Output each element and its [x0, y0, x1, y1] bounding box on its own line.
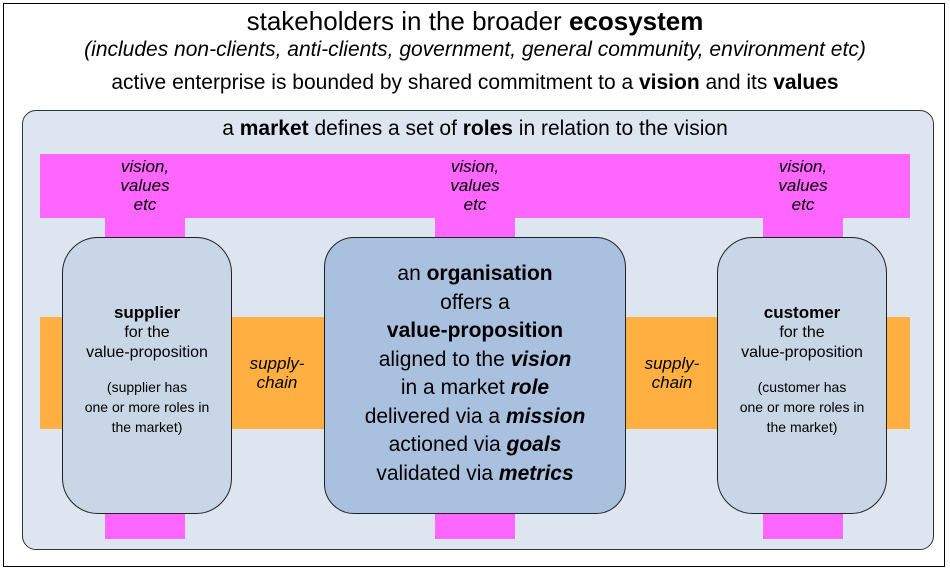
customer-line: value-proposition	[741, 344, 863, 361]
vision-foot-right	[763, 512, 843, 539]
customer-note: (customer has	[757, 379, 847, 395]
org-line-1: an organisation	[325, 260, 625, 289]
supplier-note: one or more roles in	[84, 399, 210, 415]
market-title: a market defines a set of roles in relat…	[0, 117, 950, 141]
customer-box: customer for the value-proposition (cust…	[717, 237, 887, 514]
market-text-c: defines a set of	[308, 117, 463, 140]
vision-connector-left	[105, 218, 185, 240]
vision-label-line: values	[778, 176, 828, 195]
customer-note: one or more roles in	[739, 399, 865, 415]
org-line-4: aligned to the vision	[325, 346, 625, 375]
organisation-box: an organisation offers a value-propositi…	[324, 237, 626, 514]
roles-word: roles	[462, 117, 513, 140]
enterprise-statement: active enterprise is bounded by shared c…	[0, 71, 950, 95]
org-line-7: actioned via goals	[325, 431, 625, 460]
vision-label-center: vision, values etc	[425, 157, 525, 214]
vision-label-line: vision,	[450, 157, 500, 176]
vision-label-line: etc	[791, 195, 815, 214]
vision-label-right: vision, values etc	[753, 157, 853, 214]
vision-foot-center	[435, 512, 515, 539]
supplier-note: the market)	[111, 419, 183, 435]
market-text-e: in relation to the vision	[512, 117, 728, 140]
vision-label-line: values	[120, 176, 170, 195]
supplier-line: for the	[124, 324, 170, 341]
customer-title: customer	[763, 303, 841, 322]
value-proposition-word: value-proposition	[386, 319, 564, 342]
vision-connector-right	[763, 218, 843, 240]
vision-connector-center	[435, 218, 515, 240]
org-line-2: offers a	[440, 290, 510, 314]
role-emphasis: role	[510, 376, 550, 399]
vision-emphasis: vision	[510, 347, 572, 371]
vision-word: vision	[638, 71, 700, 94]
ecosystem-word: ecosystem	[568, 6, 704, 36]
org-line-6: delivered via a mission	[325, 403, 625, 432]
values-word: values	[773, 71, 839, 94]
supply-chain-label-left: supply- chain	[232, 354, 322, 392]
supplier-box: supplier for the value-proposition (supp…	[62, 237, 232, 514]
outer-frame	[3, 3, 945, 567]
customer-note: the market)	[766, 419, 838, 435]
supply-chain-line: chain	[256, 373, 298, 392]
goals-emphasis: goals	[506, 433, 562, 456]
supplier-title: supplier	[113, 303, 181, 322]
vision-label-line: vision,	[778, 157, 828, 176]
org-text: actioned via	[388, 433, 507, 456]
org-text: delivered via a	[364, 404, 506, 428]
ecosystem-title-text: stakeholders in the broader	[246, 6, 569, 36]
vision-foot-left	[105, 512, 185, 539]
vision-label-line: values	[450, 176, 500, 195]
supplier-note: (supplier has	[106, 379, 188, 395]
supply-chain-line: chain	[651, 373, 693, 392]
ecosystem-title: stakeholders in the broader ecosystem	[0, 6, 950, 37]
mission-emphasis: mission	[505, 404, 586, 428]
org-text: validated via	[376, 461, 499, 485]
market-text-a: a	[222, 117, 240, 140]
vision-band	[40, 154, 910, 218]
enterprise-text-a: active enterprise is bounded by shared c…	[111, 71, 639, 94]
org-line-8: validated via metrics	[325, 460, 625, 489]
metrics-emphasis: metrics	[498, 461, 574, 485]
vision-label-left: vision, values etc	[95, 157, 195, 214]
vision-label-line: etc	[463, 195, 487, 214]
org-text: an	[397, 262, 427, 285]
customer-line: for the	[779, 324, 825, 341]
org-line-5: in a market role	[325, 374, 625, 403]
org-line-3: value-proposition	[325, 317, 625, 346]
vision-label-line: vision,	[120, 157, 170, 176]
ecosystem-subtitle: (includes non-clients, anti-clients, gov…	[84, 38, 866, 61]
supply-chain-line: supply-	[249, 354, 305, 373]
supply-chain-line: supply-	[644, 354, 700, 373]
market-word: market	[239, 117, 309, 140]
org-text: in a market	[400, 376, 511, 399]
org-text: aligned to the	[378, 347, 511, 371]
vision-label-line: etc	[133, 195, 157, 214]
organisation-word: organisation	[426, 262, 553, 285]
enterprise-text-c: and its	[699, 71, 774, 94]
supplier-line: value-proposition	[86, 344, 208, 361]
supply-chain-label-right: supply- chain	[627, 354, 717, 392]
